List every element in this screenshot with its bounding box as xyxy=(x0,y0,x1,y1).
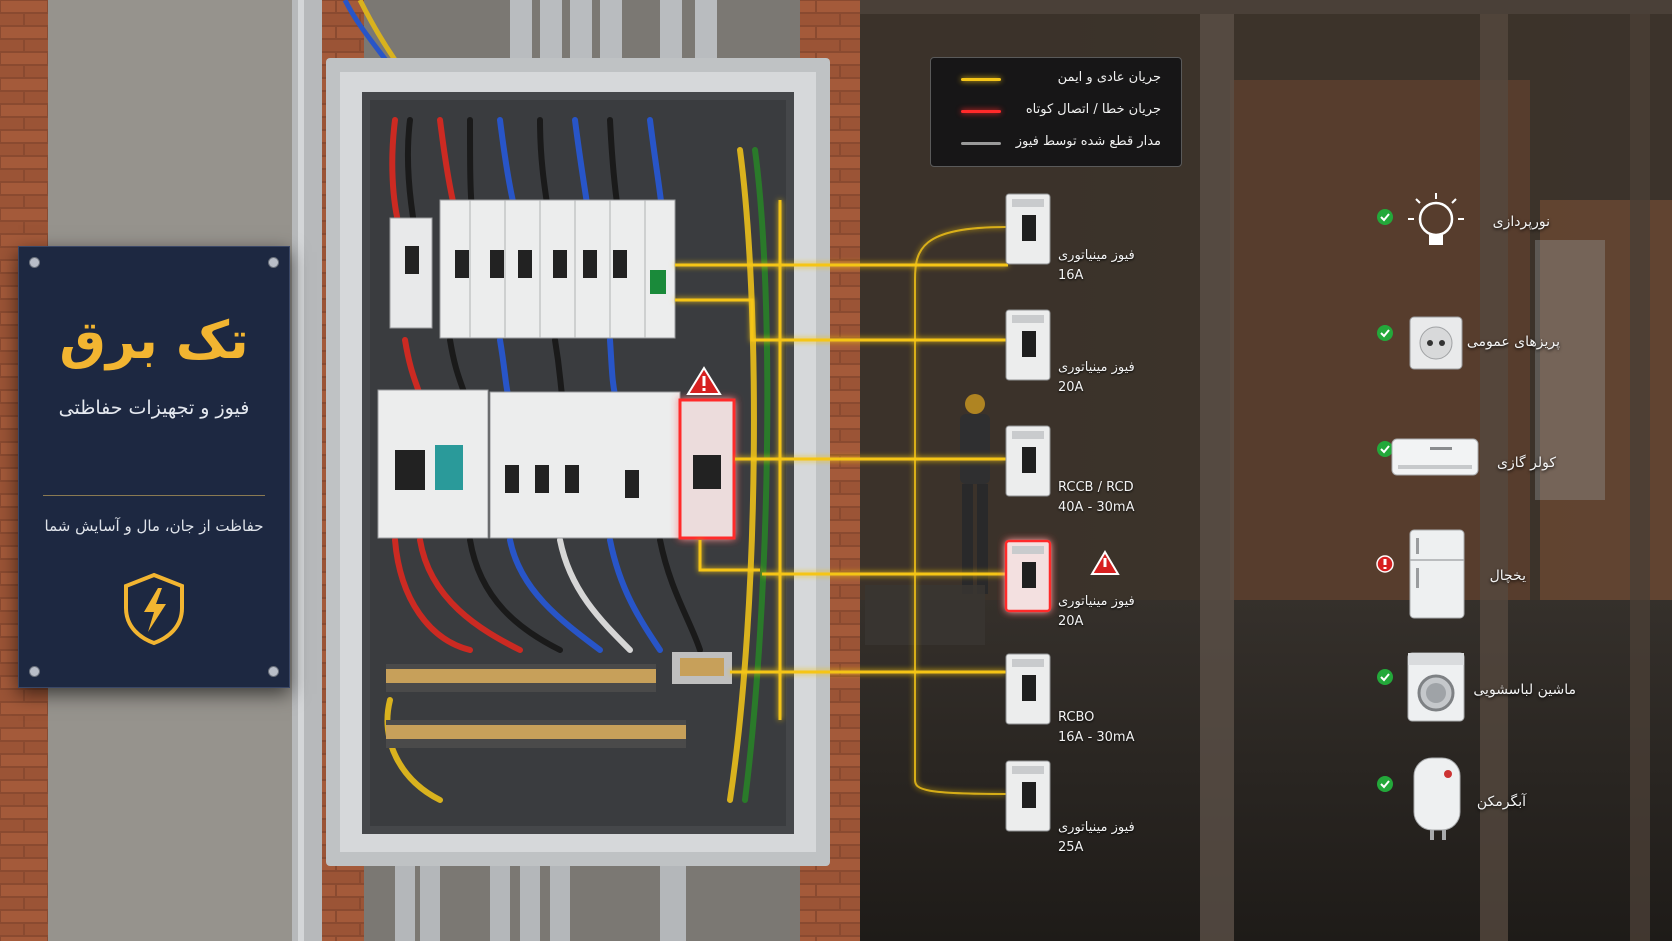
breaker-switch xyxy=(1022,782,1036,808)
breaker-switch xyxy=(1022,562,1036,588)
breaker-type: فیوز مینیاتوری xyxy=(1058,820,1135,835)
breaker-module xyxy=(1005,653,1051,725)
sign-divider xyxy=(43,495,265,496)
legend: جریان عادی و ایمن جریان خطا / اتصال کوتا… xyxy=(930,57,1182,167)
ok-check-icon xyxy=(1377,776,1393,792)
screw xyxy=(268,666,279,677)
brand-tagline: حفاظت از جان، مال و آسایش شما xyxy=(44,517,264,535)
fault-status-icon xyxy=(1376,555,1394,573)
screw xyxy=(29,257,40,268)
legend-swatch-cut xyxy=(961,142,1001,145)
breaker-rating: 20A xyxy=(1058,614,1084,629)
breaker-module xyxy=(1005,309,1051,381)
company-sign: تک برق فیوز و تجهیزات حفاظتی حفاظت از جا… xyxy=(18,246,290,688)
breaker-type: فیوز مینیاتوری xyxy=(1058,360,1135,375)
breaker-rating: 16A - 30mA xyxy=(1058,730,1135,745)
breaker-type: RCCB / RCD xyxy=(1058,480,1134,495)
breaker-module xyxy=(1005,425,1051,497)
legend-swatch-safe xyxy=(961,78,1001,81)
screw xyxy=(268,257,279,268)
legend-label: جریان خطا / اتصال کوتاه xyxy=(1025,102,1161,117)
fault-warning-icon xyxy=(1090,550,1120,575)
appliance-label-lighting: نورپردازی xyxy=(1492,214,1550,230)
legend-item-cut: مدار قطع شده توسط فیوز xyxy=(931,130,1181,158)
legend-item-safe: جریان عادی و ایمن xyxy=(931,66,1181,94)
breaker-label-lighting: فیوز مینیاتوری 16A xyxy=(1058,246,1135,286)
breaker-switch xyxy=(1022,447,1036,473)
appliance-label-washer: ماشین لباسشویی xyxy=(1473,682,1576,698)
legend-item-fault: جریان خطا / اتصال کوتاه xyxy=(931,98,1181,126)
breaker-switch xyxy=(1022,215,1036,241)
screw xyxy=(29,666,40,677)
breaker-rating: 40A - 30mA xyxy=(1058,500,1135,515)
legend-label: مدار قطع شده توسط فیوز xyxy=(1015,134,1161,149)
ok-check-icon xyxy=(1377,209,1393,225)
legend-swatch-fault xyxy=(961,110,1001,113)
breaker-type: فیوز مینیاتوری xyxy=(1058,594,1135,609)
breaker-module xyxy=(1004,539,1052,613)
ok-check-icon xyxy=(1377,325,1393,341)
appliance-label-sockets: پریزهای عمومی xyxy=(1466,334,1560,350)
ok-check-icon xyxy=(1377,441,1393,457)
breaker-label-ac: RCCB / RCD 40A - 30mA xyxy=(1058,478,1135,518)
appliance-label-ac: کولر گازی xyxy=(1497,455,1556,471)
brand-subtitle: فیوز و تجهیزات حفاظتی xyxy=(58,397,250,419)
breaker-rating: 16A xyxy=(1058,268,1084,283)
breaker-label-sockets: فیوز مینیاتوری 20A xyxy=(1058,358,1135,398)
breaker-label-fridge: فیوز مینیاتوری 20A xyxy=(1058,592,1135,632)
shield-lightning-icon xyxy=(124,572,184,646)
ok-check-icon xyxy=(1377,669,1393,685)
breaker-rating: 25A xyxy=(1058,840,1084,855)
washing-machine-icon xyxy=(1407,652,1465,722)
panel-warning-icon xyxy=(686,366,722,395)
water-heater-icon xyxy=(1413,757,1461,840)
breaker-module xyxy=(1005,760,1051,832)
breaker-label-washer: RCBO 16A - 30mA xyxy=(1058,708,1135,748)
wall-socket-icon xyxy=(1409,316,1463,370)
breaker-label-heater: فیوز مینیاتوری 25A xyxy=(1058,818,1135,858)
breaker-switch xyxy=(1022,675,1036,701)
breaker-module xyxy=(1005,193,1051,265)
breaker-type: فیوز مینیاتوری xyxy=(1058,248,1135,263)
appliance-label-fridge: یخچال xyxy=(1489,568,1526,584)
breaker-rating: 20A xyxy=(1058,380,1084,395)
appliance-label-heater: آبگرمکن xyxy=(1476,794,1526,810)
legend-label: جریان عادی و ایمن xyxy=(1057,70,1161,85)
breaker-type: RCBO xyxy=(1058,710,1095,725)
air-conditioner-icon xyxy=(1391,438,1479,476)
brand-title: تک برق xyxy=(59,311,249,371)
refrigerator-icon xyxy=(1409,529,1465,619)
light-bulb-icon xyxy=(1408,193,1464,245)
breaker-switch xyxy=(1022,331,1036,357)
